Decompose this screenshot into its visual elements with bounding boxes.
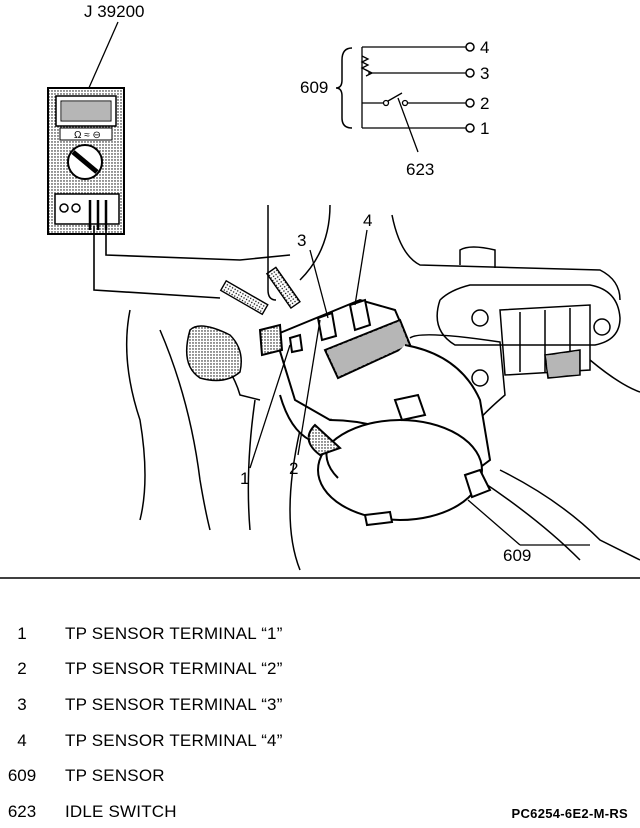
legend-row: 4 TP SENSOR TERMINAL “4”: [0, 729, 640, 753]
callout-terminal-2: 2: [289, 459, 298, 478]
probe-lead-red: [93, 226, 221, 299]
legend-desc: IDLE SWITCH: [65, 802, 177, 821]
legend-desc: TP SENSOR TERMINAL “4”: [65, 731, 283, 750]
legend-row: 2 TP SENSOR TERMINAL “2”: [0, 657, 640, 681]
schematic-sensor-ref: 609: [300, 78, 328, 97]
legend-desc: TP SENSOR: [65, 766, 165, 785]
schematic: 609 4 3 2 1 623: [300, 38, 489, 179]
probe-lead-black: [105, 226, 291, 261]
legend-desc: TP SENSOR TERMINAL “3”: [65, 695, 283, 714]
legend-num: 3: [17, 695, 27, 714]
legend-num: 1: [17, 624, 27, 643]
probe-tip-2: [265, 266, 301, 310]
tp-sensor-body: [258, 298, 492, 527]
tool-leader: [87, 21, 119, 91]
legend-row: 609 TP SENSOR: [0, 764, 640, 788]
pin-label-3: 3: [480, 64, 489, 83]
callout-terminal-1: 1: [240, 469, 249, 488]
callout-terminal-4: 4: [363, 211, 372, 230]
legend-num: 609: [7, 766, 37, 785]
tool-label: J 39200: [84, 2, 145, 21]
legend-row: 3 TP SENSOR TERMINAL “3”: [0, 693, 640, 717]
figure-code: PC6254-6E2-M-RS: [511, 806, 628, 821]
engine-background: [125, 204, 640, 571]
legend-num: 2: [17, 659, 27, 678]
legend-num: 623: [7, 802, 37, 821]
tp-sensor-diagram: J 39200 Ω ≈ ⊖ 609 4 3: [0, 2, 640, 579]
pin-label-1: 1: [480, 119, 489, 138]
pin-label-2: 2: [480, 94, 489, 113]
legend-row: 1 TP SENSOR TERMINAL “1”: [0, 622, 640, 646]
schematic-switch-ref: 623: [406, 160, 434, 179]
legend-desc: TP SENSOR TERMINAL “1”: [65, 624, 283, 643]
pin-label-4: 4: [480, 38, 489, 57]
legend-row: 623 IDLE SWITCH: [0, 800, 640, 824]
svg-text:Ω ≈ ⊖: Ω ≈ ⊖: [74, 130, 101, 141]
legend-num: 4: [17, 731, 27, 750]
callout-leaders: [249, 229, 590, 546]
multimeter-icon: Ω ≈ ⊖: [47, 87, 125, 235]
probe-tip-1: [219, 279, 269, 316]
legend-desc: TP SENSOR TERMINAL “2”: [65, 659, 283, 678]
callout-sensor: 609: [503, 546, 531, 565]
callout-terminal-3: 3: [297, 231, 306, 250]
